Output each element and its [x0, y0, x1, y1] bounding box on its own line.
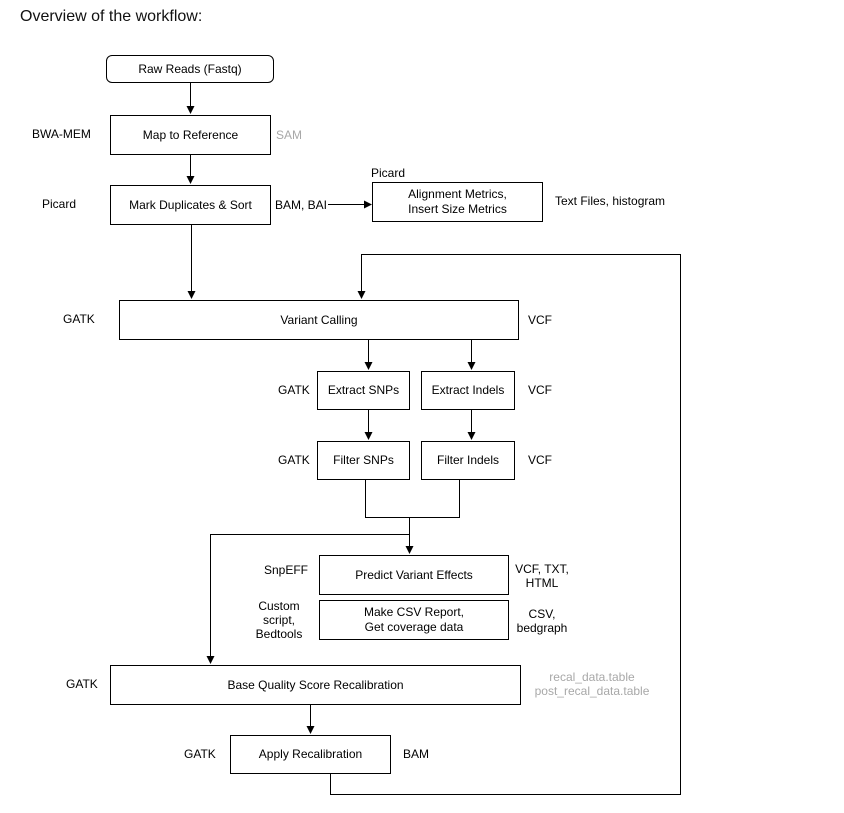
- node-alignment-metrics: Alignment Metrics, Insert Size Metrics: [372, 182, 543, 222]
- tool-label-gatk-calling: GATK: [63, 312, 95, 326]
- tool-label-bwa-mem: BWA-MEM: [32, 127, 91, 141]
- edge-recal-loop: [330, 254, 681, 795]
- node-filter-snps: Filter SNPs: [317, 441, 410, 480]
- node-extract-indels: Extract Indels: [421, 371, 515, 410]
- output-label-vcf-extract: VCF: [528, 383, 552, 397]
- output-label-vcf-calling: VCF: [528, 313, 552, 327]
- node-mark-duplicates: Mark Duplicates & Sort: [110, 185, 271, 225]
- output-label-text-files: Text Files, histogram: [555, 194, 666, 208]
- tool-label-gatk-apply: GATK: [184, 747, 216, 761]
- tool-label-picard-metrics: Picard: [371, 166, 406, 180]
- tool-label-snpeff: SnpEFF: [264, 563, 309, 577]
- output-label-bam-bai: BAM, BAI: [275, 198, 328, 212]
- output-label-csv-bedgraph: CSV, bedgraph: [516, 607, 568, 635]
- node-extract-snps: Extract SNPs: [317, 371, 410, 410]
- node-variant-calling: Variant Calling: [119, 300, 519, 340]
- edge-filters-merge: [365, 480, 460, 518]
- output-label-sam: SAM: [276, 128, 303, 142]
- node-predict-variant-effects: Predict Variant Effects: [319, 555, 509, 595]
- output-label-vcf-txt-html: VCF, TXT, HTML: [515, 562, 569, 590]
- tool-label-custom-script: Custom script, Bedtools: [255, 599, 303, 641]
- output-label-recal-tables: recal_data.table post_recal_data.table: [534, 670, 650, 698]
- node-map-to-reference: Map to Reference: [110, 115, 271, 155]
- edge-merge-to-bqsr: [206, 534, 410, 664]
- node-raw-reads: Raw Reads (Fastq): [106, 55, 274, 83]
- node-base-quality-recalibration: Base Quality Score Recalibration: [110, 665, 521, 705]
- node-csv-report: Make CSV Report, Get coverage data: [319, 600, 509, 640]
- tool-label-gatk-filter: GATK: [278, 453, 310, 467]
- node-filter-indels: Filter Indels: [421, 441, 515, 480]
- output-label-bam: BAM: [403, 747, 430, 761]
- node-apply-recalibration: Apply Recalibration: [230, 735, 391, 774]
- output-label-vcf-filter: VCF: [528, 453, 552, 467]
- tool-label-gatk-extract: GATK: [278, 383, 310, 397]
- page-title: Overview of the workflow:: [20, 8, 203, 25]
- tool-label-gatk-bqsr: GATK: [66, 677, 98, 691]
- tool-label-picard-markdup: Picard: [42, 197, 77, 211]
